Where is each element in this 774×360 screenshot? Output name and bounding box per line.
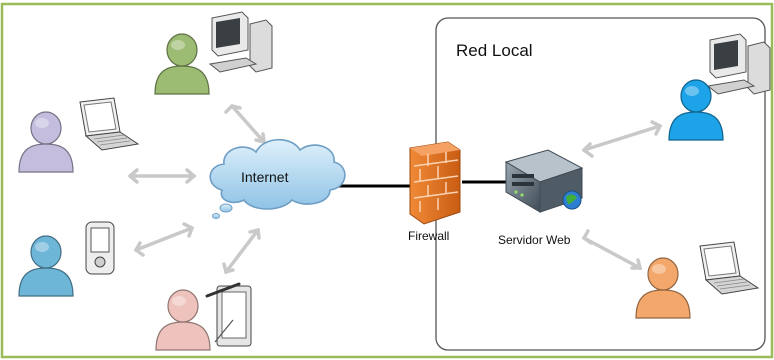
user-icon <box>635 257 691 319</box>
desktop-computer-icon <box>706 33 771 95</box>
connection-arrows <box>127 104 663 275</box>
laptop-icon <box>699 241 760 295</box>
desktop-computer-icon <box>208 11 273 73</box>
arrow-server-desktop-blue <box>581 120 663 158</box>
region-label: Red Local <box>456 41 533 60</box>
user-icon <box>154 33 210 95</box>
firewall-label: Firewall <box>408 229 449 243</box>
user-icon <box>668 79 724 141</box>
user-laptop-lavender <box>18 97 140 173</box>
pda-icon <box>85 221 115 275</box>
cloud-icon <box>209 138 346 219</box>
server-globe-icon <box>504 149 584 213</box>
firewall-brick-icon <box>409 141 461 225</box>
arrow-laptop-internet <box>127 168 197 184</box>
user-pda-teal <box>18 221 115 297</box>
arrow-pda-internet <box>133 222 195 257</box>
user-icon <box>155 289 211 351</box>
arrow-desktop-green-internet <box>224 104 267 145</box>
client-devices <box>18 11 771 351</box>
arrow-server-laptop-orange <box>581 229 643 270</box>
server-label: Servidor Web <box>498 233 571 247</box>
cloud-label: Internet <box>241 169 289 185</box>
laptop-icon <box>79 97 140 151</box>
user-icon <box>18 235 74 297</box>
user-tablet-pink <box>155 282 252 351</box>
user-desktop-blue <box>668 33 771 141</box>
user-laptop-orange <box>635 241 760 319</box>
user-desktop-green <box>154 11 273 95</box>
arrow-tablet-internet <box>222 227 261 275</box>
wired-links <box>334 180 510 188</box>
tablet-pen-icon <box>205 282 252 347</box>
user-icon <box>18 111 74 173</box>
